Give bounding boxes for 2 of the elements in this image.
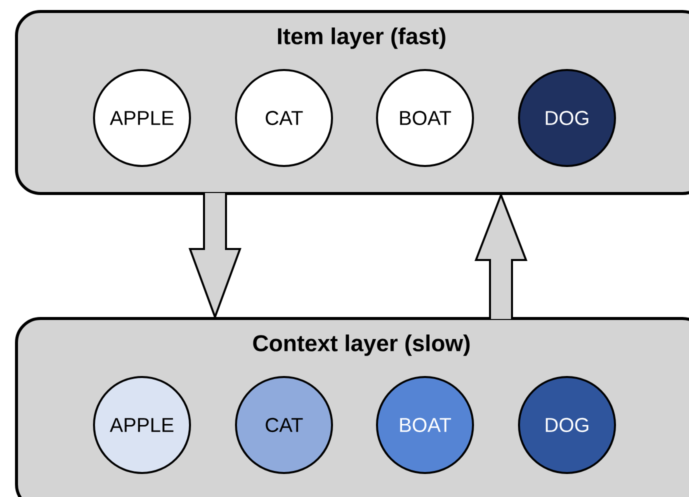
- block-arrow: [188, 192, 242, 320]
- block-arrow: [474, 192, 528, 320]
